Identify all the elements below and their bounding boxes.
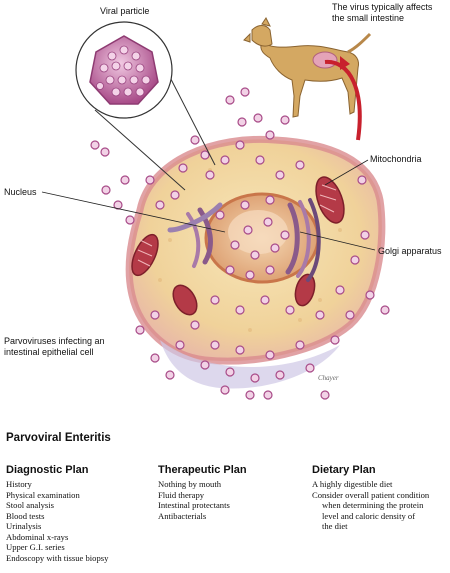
dog-illustration bbox=[243, 17, 372, 118]
intestine-note-line2: the small intestine bbox=[332, 13, 405, 23]
diagnostic-plan-heading: Diagnostic Plan bbox=[6, 464, 89, 476]
list-item: when determining the protein bbox=[322, 500, 424, 510]
list-item: Antibacterials bbox=[158, 510, 207, 521]
list-item: Consider overall patient condition bbox=[312, 489, 430, 500]
cell-caption-line1: Parvoviruses infecting an bbox=[4, 336, 105, 346]
list-item: the diet bbox=[322, 521, 348, 531]
list-item: Nothing by mouth bbox=[158, 479, 222, 489]
list-item: level and caloric density of bbox=[322, 510, 416, 521]
golgi-apparatus bbox=[167, 198, 321, 282]
golgi-apparatus-label: Golgi apparatus bbox=[378, 246, 442, 256]
therapeutic-plan-heading: Therapeutic Plan bbox=[158, 464, 247, 476]
dietary-plan-heading: Dietary Plan bbox=[312, 464, 376, 476]
list-item: Urinalysis bbox=[6, 521, 42, 531]
cell-caption-line2: intestinal epithelial cell bbox=[4, 347, 94, 357]
cell-membrane-outer bbox=[160, 340, 340, 389]
mitochondria-cristae bbox=[137, 184, 337, 267]
list-item: Abdominal x-rays bbox=[6, 531, 69, 542]
nucleus-label: Nucleus bbox=[4, 187, 37, 197]
diagnostic-plan: Diagnostic Plan History Physical examina… bbox=[6, 464, 108, 563]
intestine-arrow bbox=[324, 59, 362, 141]
page-title: Parvoviral Enteritis bbox=[6, 432, 111, 444]
parvovirus-illustration: Chayer bbox=[41, 17, 390, 400]
dietary-plan: Dietary Plan A highly digestible diet Co… bbox=[312, 464, 429, 532]
intestine-note-line1: The virus typically affects bbox=[332, 2, 433, 12]
mitochondria-label: Mitochondria bbox=[370, 154, 422, 164]
virus-particles bbox=[90, 87, 390, 400]
artist-signature: Chayer bbox=[318, 374, 339, 382]
list-item: Blood tests bbox=[6, 510, 45, 521]
therapeutic-plan: Therapeutic Plan Nothing by mouth Fluid … bbox=[158, 464, 247, 521]
list-item: Upper G.I. series bbox=[6, 542, 65, 552]
list-item: History bbox=[6, 479, 32, 489]
list-item: Stool analysis bbox=[6, 500, 54, 510]
list-item: Physical examination bbox=[6, 489, 80, 500]
leader-lines bbox=[41, 159, 376, 251]
mitochondria bbox=[131, 176, 345, 316]
footer-plans: Parvoviral Enteritis Diagnostic Plan His… bbox=[0, 428, 450, 573]
viral-particle-label: Viral particle bbox=[100, 6, 150, 16]
list-item: Intestinal protectants bbox=[158, 500, 230, 510]
list-item: Fluid therapy bbox=[158, 489, 205, 500]
nucleus bbox=[204, 192, 320, 284]
viral-particle-magnified bbox=[75, 21, 216, 191]
epithelial-cell bbox=[125, 135, 386, 389]
intestine-arrow-head bbox=[340, 56, 350, 70]
list-item: A highly digestible diet bbox=[312, 479, 393, 489]
list-item: Endoscopy with tissue biopsy bbox=[6, 552, 109, 563]
